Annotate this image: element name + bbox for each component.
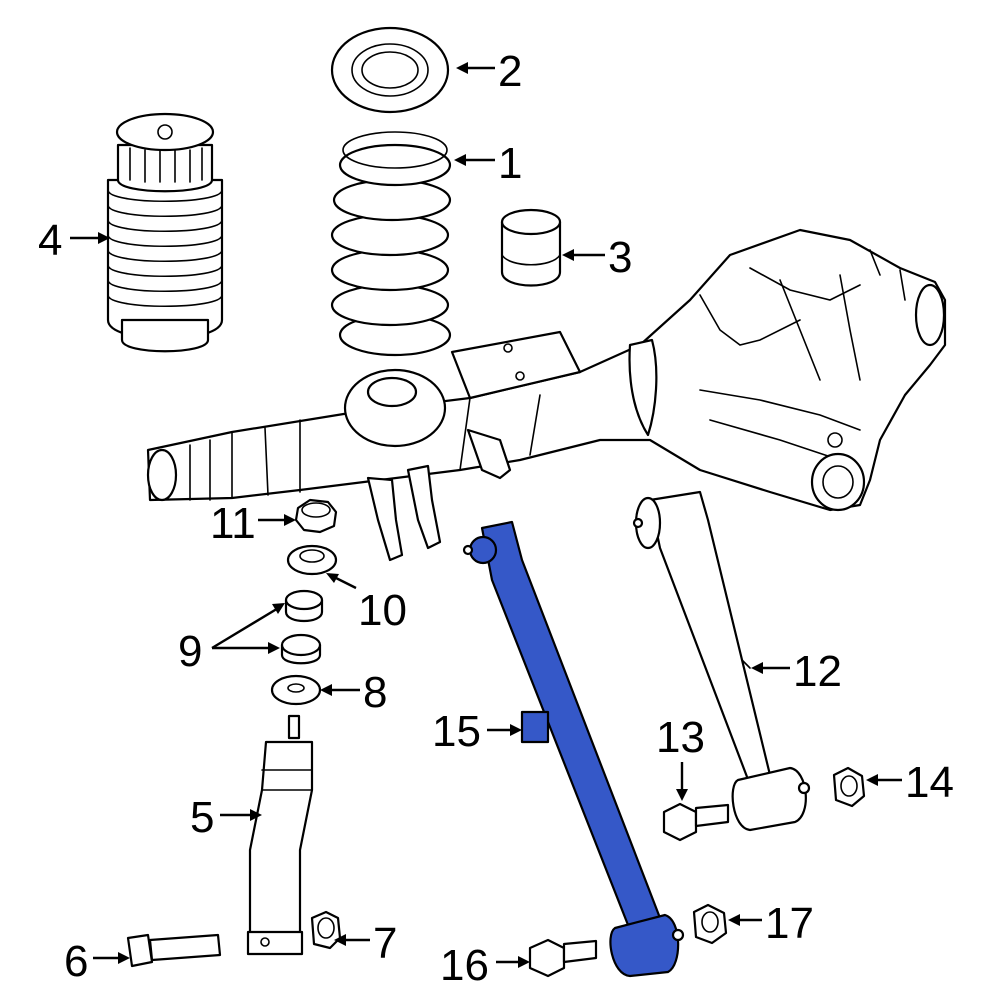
coil-spring (330, 131, 452, 357)
lower-arm-end-bushing (609, 913, 680, 978)
callout-8: 8 (363, 668, 387, 717)
lower-arm-body (480, 520, 662, 932)
spring-seat (330, 26, 450, 114)
callout-14: 14 (905, 758, 954, 807)
callout-4: 4 (38, 216, 62, 265)
shock-absorber (246, 714, 314, 956)
upper-control-arm (632, 490, 811, 832)
shock-upper-nut (294, 498, 338, 534)
leader-lines (70, 62, 902, 968)
upper-arm-bolt (662, 802, 730, 842)
callout-11: 11 (210, 499, 256, 548)
lower-arm-nut (692, 903, 728, 945)
callout-7: 7 (373, 919, 397, 968)
washer (270, 674, 322, 706)
callout-17: 17 (765, 899, 814, 948)
callout-15: 15 (432, 707, 481, 756)
lower-arm-bracket (520, 710, 550, 744)
callout-12: 12 (793, 647, 842, 696)
shock-lower-bolt (126, 933, 222, 968)
callout-labels: 1 2 3 4 5 6 7 8 9 10 11 12 13 14 15 16 1… (38, 47, 954, 990)
shock-lower-nut (310, 910, 342, 950)
axle-housing (146, 228, 947, 562)
insulators (280, 589, 324, 665)
lower-arm-front-bushing (468, 535, 498, 565)
retainer (286, 544, 338, 576)
callout-5: 5 (190, 793, 214, 842)
lower-arm-bolt (528, 938, 598, 978)
lower-control-arm (462, 520, 685, 978)
callout-13: 13 (656, 713, 705, 762)
air-spring (106, 112, 224, 353)
upper-arm-nut (832, 766, 866, 808)
callout-1: 1 (498, 139, 522, 188)
callout-3: 3 (608, 233, 632, 282)
callout-6: 6 (64, 937, 88, 986)
callout-9: 9 (178, 627, 202, 676)
callout-16: 16 (440, 941, 489, 990)
callout-10: 10 (358, 586, 407, 635)
bump-stop (500, 208, 562, 287)
callout-2: 2 (498, 47, 522, 96)
